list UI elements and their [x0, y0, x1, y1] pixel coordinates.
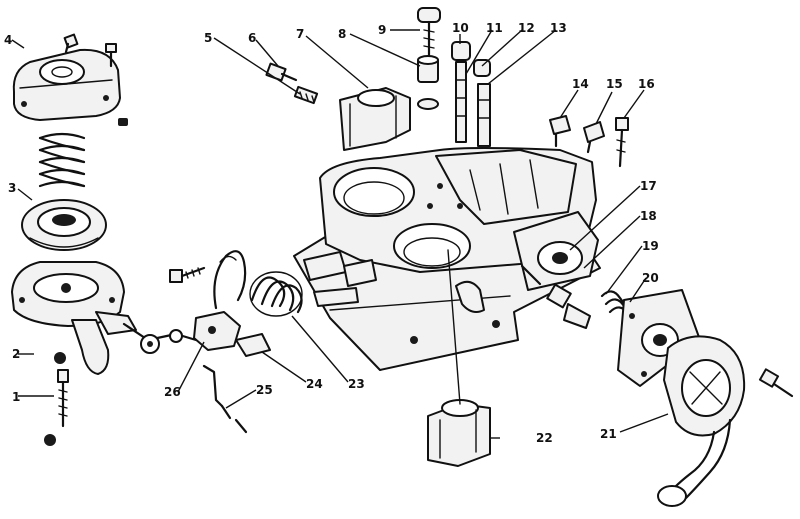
callout-16: 16	[638, 77, 655, 91]
part-21-pump-cover	[657, 335, 746, 507]
part-22-bracket	[427, 249, 491, 467]
part-26-linkage	[122, 250, 271, 357]
callout-18: 18	[640, 209, 657, 223]
callout-13: 13	[550, 21, 567, 35]
callout-7: 7	[296, 27, 304, 41]
part-25-wire-rod	[202, 364, 248, 434]
callout-23: 23	[348, 377, 365, 391]
callout-4: 4	[4, 33, 12, 47]
part-23-spring	[249, 271, 303, 317]
callout-25: 25	[256, 383, 273, 397]
callout-21: 21	[600, 427, 617, 441]
callout-10: 10	[452, 21, 469, 35]
part-18-needle	[520, 264, 591, 329]
callout-2: 2	[12, 347, 20, 361]
callout-24: 24	[306, 377, 323, 391]
callout-14: 14	[572, 77, 589, 91]
callout-19: 19	[642, 239, 659, 253]
callout-22: 22	[536, 431, 553, 445]
callout-20: 20	[642, 271, 659, 285]
callout-8: 8	[338, 27, 346, 41]
part-1-rod	[44, 369, 69, 446]
callout-9: 9	[378, 23, 386, 37]
callout-leaders	[11, 29, 669, 439]
part-4-screws	[63, 33, 128, 126]
callout-26: 26	[164, 385, 181, 399]
part-10-11-12-13-jets	[451, 41, 491, 158]
callout-12: 12	[518, 21, 535, 35]
callout-11: 11	[486, 21, 503, 35]
callout-5: 5	[204, 31, 212, 45]
part-8-9-jet	[417, 7, 441, 110]
part-7-bracket	[339, 87, 411, 151]
bolt-left	[169, 266, 206, 283]
callout-1: 1	[12, 390, 20, 404]
bolt-right	[758, 368, 794, 398]
callout-6: 6	[248, 31, 256, 45]
part-4-cover	[12, 48, 121, 121]
carburetor-body	[293, 147, 601, 371]
callout-labels: 1 2 3 4 5 6 7 8 9 10 11 12 13 14 15 16 1…	[4, 21, 659, 445]
callout-15: 15	[606, 77, 623, 91]
part-2-housing	[11, 261, 137, 375]
callout-17: 17	[640, 179, 657, 193]
part-14-15-16-screws	[549, 115, 629, 168]
part-3-diaphragm	[21, 199, 107, 251]
diaphragm-spring	[38, 132, 86, 188]
callout-3: 3	[8, 181, 16, 195]
part-5-6-bolts	[265, 62, 319, 105]
